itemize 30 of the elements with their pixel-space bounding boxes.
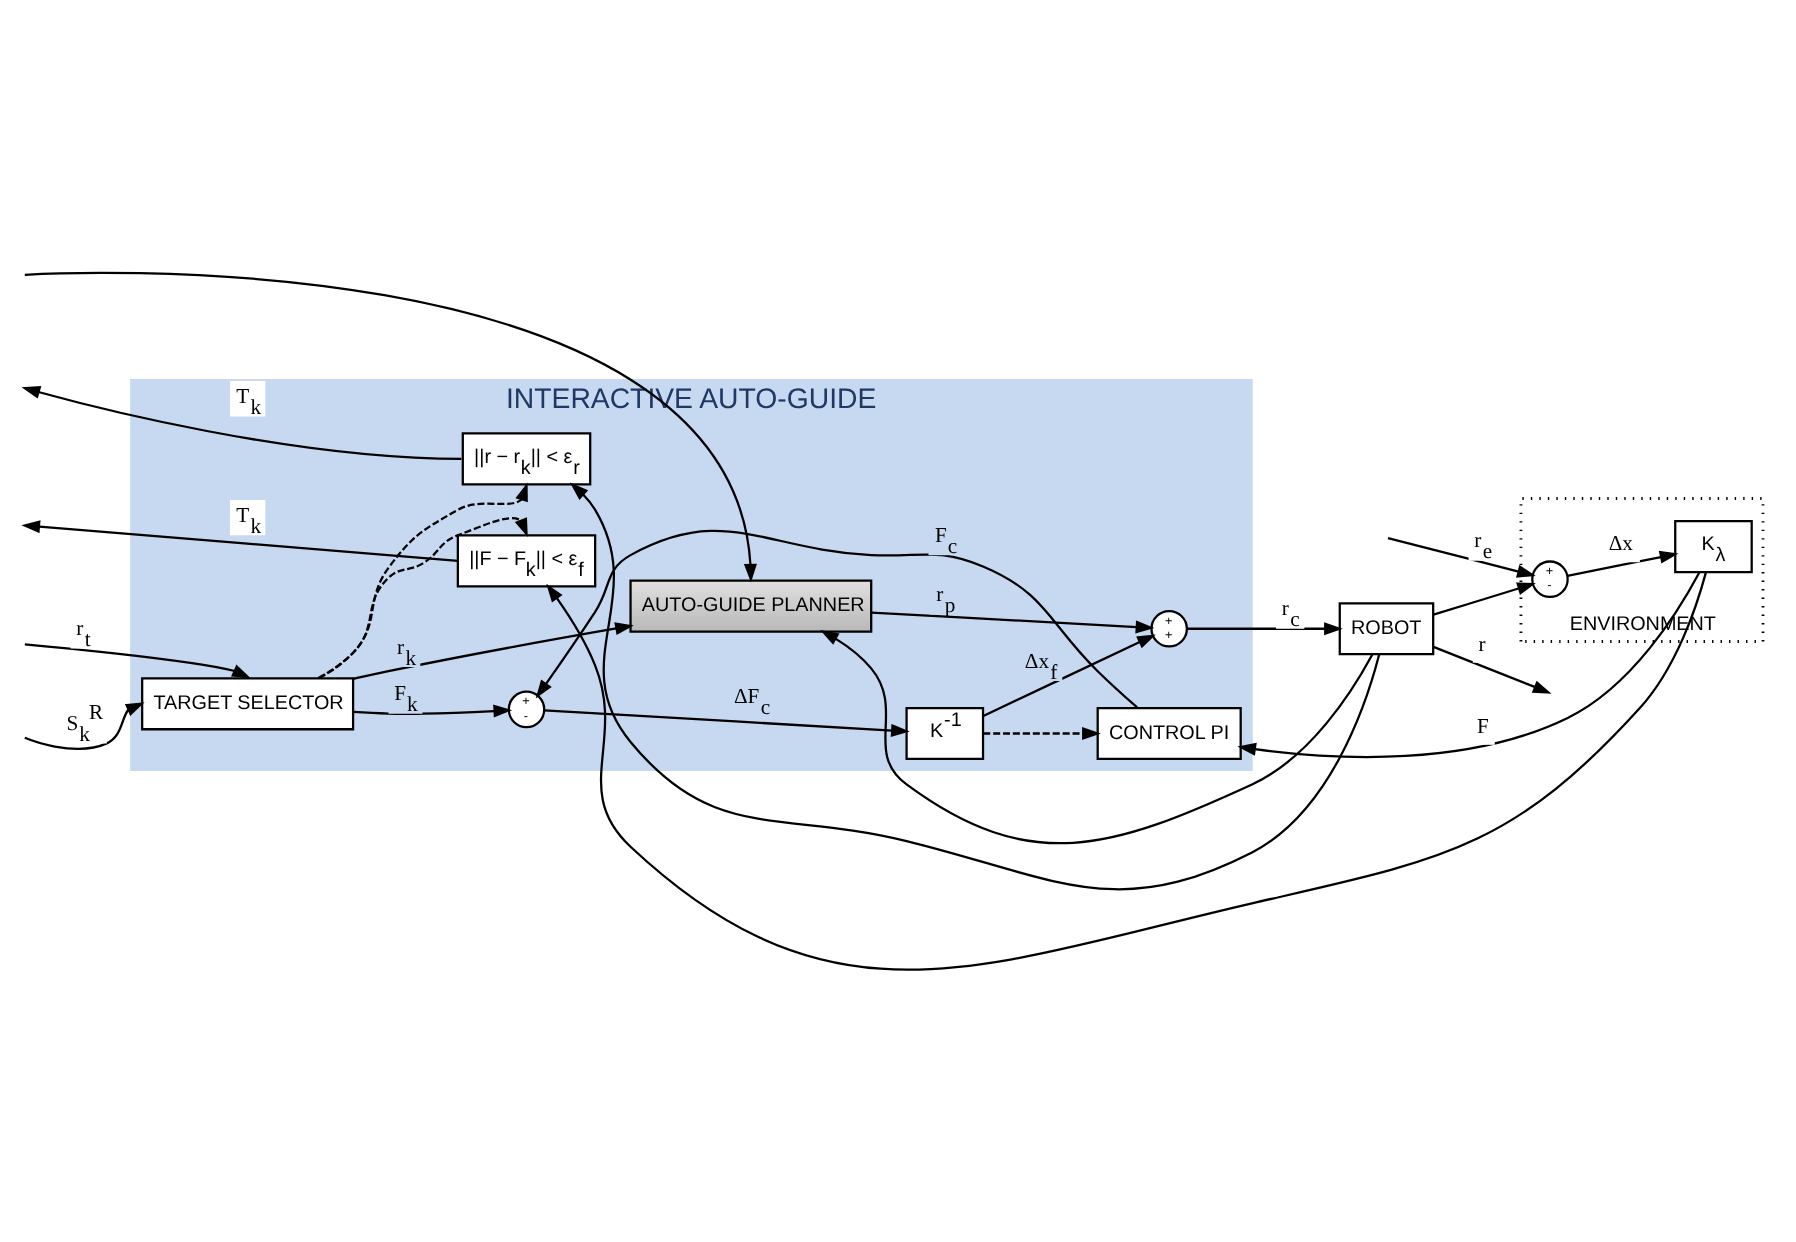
arrow xyxy=(1566,550,1678,578)
arrow xyxy=(982,726,1100,741)
arrow xyxy=(20,520,457,562)
arrow xyxy=(20,386,461,460)
arrow xyxy=(23,643,250,679)
node-box: TARGET SELECTOR xyxy=(140,677,354,731)
node-box: AUTO-GUIDE PLANNER xyxy=(628,579,872,633)
arrow xyxy=(1186,622,1342,636)
node-box: CONTROL PI xyxy=(1095,706,1241,761)
arrow xyxy=(534,529,1137,709)
arrow xyxy=(545,572,1707,971)
arrow xyxy=(1236,571,1700,759)
arrow xyxy=(981,634,1155,717)
arrow xyxy=(317,482,527,680)
edge-label: F xyxy=(1476,716,1488,739)
edge-label: r xyxy=(1477,634,1485,657)
arrow xyxy=(870,611,1154,634)
arrow xyxy=(23,702,144,750)
arrow xyxy=(352,704,512,718)
node-box: ROBOT xyxy=(1337,602,1434,656)
arrow xyxy=(23,271,756,583)
arrow xyxy=(1432,582,1535,616)
arrow xyxy=(543,709,909,737)
arrow xyxy=(316,517,527,680)
arrow xyxy=(1386,537,1535,578)
arrow xyxy=(819,629,1373,844)
arrow xyxy=(352,622,633,680)
arrow xyxy=(568,482,1380,891)
arrow xyxy=(1432,645,1551,694)
edge-label: Δx xyxy=(1607,534,1632,557)
